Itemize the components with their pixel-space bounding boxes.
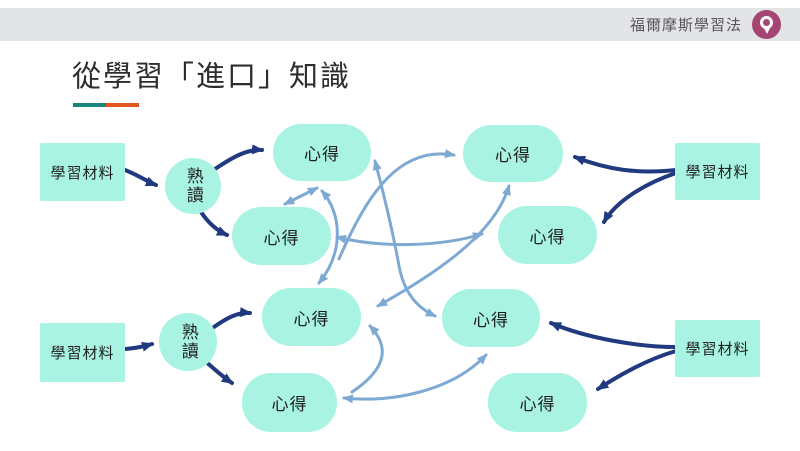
insight-pill-a: 心得 (273, 124, 371, 181)
link-insight-e-g (350, 324, 384, 394)
arrow-material-br-to-insight-f (549, 321, 678, 349)
slide-title: 從學習「進口」知識 (72, 61, 352, 93)
magnifier-handle (763, 28, 770, 34)
insight-pill-e: 心得 (262, 288, 361, 346)
title-accent-rule (73, 103, 139, 107)
insight-pill-g: 心得 (242, 373, 337, 432)
insight-pill-h: 心得 (488, 373, 587, 432)
arrow-material-tr-to-insight-d (602, 171, 678, 224)
arrow-read2-to-insight-g (202, 358, 234, 385)
link-insight-g-f (342, 353, 488, 404)
insight-pill-f: 心得 (442, 289, 540, 347)
accent-orange-segment (106, 103, 139, 107)
header-bar: 福爾摩斯學習法 (0, 8, 800, 41)
arrow-material-tr-to-insight-c (573, 155, 678, 174)
material-box-bottom-right: 學習材料 (675, 320, 760, 377)
read-circle-top: 熟讀 (165, 158, 221, 214)
arrow-read1-to-insight-a (213, 144, 264, 171)
material-box-bottom-left: 學習材料 (40, 323, 125, 382)
insight-pill-d: 心得 (498, 206, 597, 264)
material-box-top-left: 學習材料 (40, 143, 125, 201)
link-insight-b-d (335, 232, 484, 247)
link-insight-a-f (372, 159, 437, 318)
accent-teal-segment (73, 103, 106, 107)
insight-pill-c: 心得 (463, 125, 563, 182)
insight-pill-b: 心得 (232, 207, 331, 265)
arrow-read2-to-insight-e (212, 307, 252, 329)
magnifier-ring (760, 15, 773, 29)
material-box-top-right: 學習材料 (675, 143, 760, 200)
arrow-material-bl-to-read (123, 341, 154, 352)
link-insight-a-b (283, 186, 319, 206)
arrow-read1-to-insight-b (199, 210, 229, 237)
arrow-material-tl-to-read (123, 168, 158, 187)
read-circle-bottom: 熟讀 (159, 313, 217, 371)
brand-label: 福爾摩斯學習法 (629, 17, 742, 34)
magnifier-logo-icon (752, 10, 781, 39)
arrow-material-br-to-insight-h (596, 349, 678, 391)
link-insight-c-e (376, 184, 511, 308)
